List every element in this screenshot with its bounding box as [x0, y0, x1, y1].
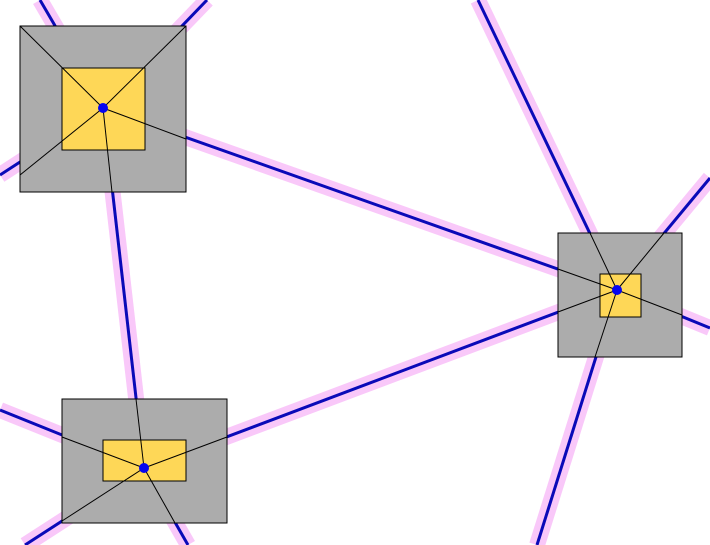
node-c-spoke	[594, 289, 618, 358]
node-b[interactable]	[61, 398, 228, 524]
node-c-spoke	[616, 289, 683, 316]
node-c-spoke	[589, 232, 618, 291]
node-a[interactable]	[19, 25, 187, 193]
road-a-c	[102, 106, 618, 292]
node-b-spoke	[61, 436, 145, 469]
node-c-spoke	[557, 268, 618, 291]
node-a-spoke	[102, 25, 187, 109]
node-b-spoke	[61, 467, 145, 522]
node-center-dot-icon	[612, 285, 622, 295]
node-a-spoke	[102, 107, 113, 193]
node-c-spoke	[616, 232, 665, 291]
node-a-spoke	[102, 107, 187, 140]
node-center-dot-icon	[98, 103, 108, 113]
node-center-dot-icon	[139, 463, 149, 473]
node-c[interactable]	[557, 232, 683, 358]
node-b-spoke	[143, 436, 228, 469]
node-c-spoke	[557, 289, 618, 313]
node-a-spoke	[19, 107, 104, 176]
node-c-inner-box	[599, 273, 642, 318]
node-a-spoke	[19, 25, 104, 109]
node-b-inner-box	[102, 439, 187, 482]
node-b-spoke	[143, 467, 176, 524]
node-b-spoke	[135, 398, 145, 469]
